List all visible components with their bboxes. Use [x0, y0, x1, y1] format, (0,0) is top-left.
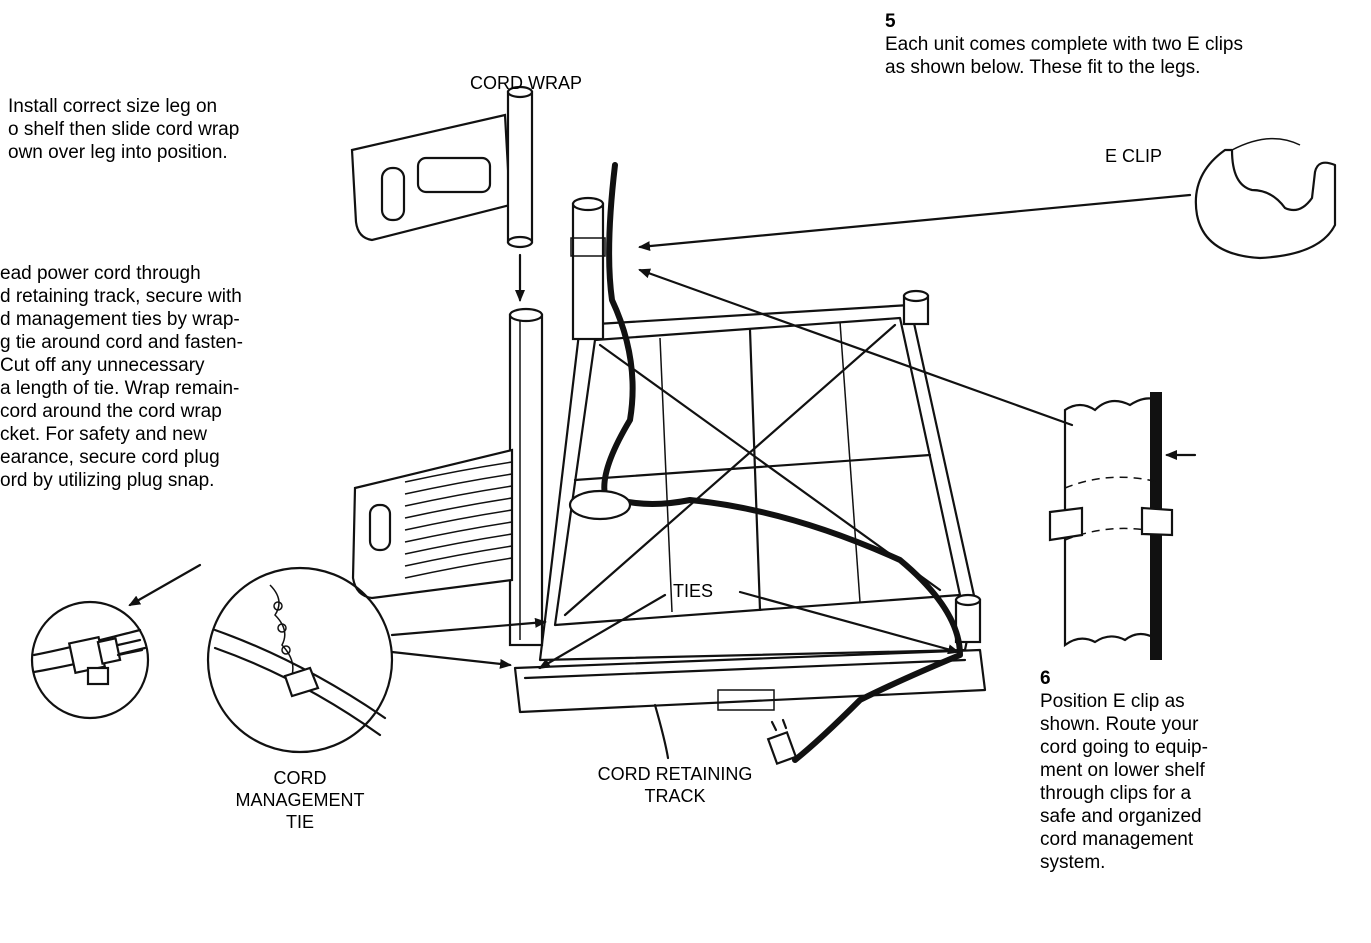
- step5-instructions: 5 Each unit comes complete with two E cl…: [885, 10, 1243, 79]
- ties-arrow-right: [738, 590, 960, 655]
- power-cord: [601, 162, 963, 763]
- cord-tie-arrow-2: [390, 650, 512, 669]
- step3-line: own over leg into position.: [8, 142, 228, 163]
- step5-line: as shown below. These fit to the legs.: [885, 57, 1201, 78]
- back-post: [570, 196, 606, 341]
- plug-snap-detail: [30, 600, 150, 720]
- step6-line: system.: [1040, 852, 1106, 873]
- step4-line: cord around the cord wrap: [0, 401, 222, 422]
- cord-tie-arrow-1: [390, 617, 547, 637]
- ties-label: TIES: [673, 581, 714, 601]
- step4-line: g tie around cord and fasten-: [0, 332, 243, 353]
- step3-line: Install correct size leg on: [8, 96, 218, 117]
- step4-line: Cut off any unnecessary: [0, 355, 205, 376]
- step6-line: Position E clip as: [1040, 691, 1185, 712]
- label-line: CORD: [273, 768, 327, 788]
- step4-line: d management ties by wrap-: [0, 309, 240, 330]
- pipe-detail: [1048, 392, 1197, 660]
- label-line: TIE: [285, 812, 314, 832]
- cord-management-tie-label: CORD MANAGEMENT TIE: [220, 767, 380, 833]
- step4-line: ord by utilizing plug snap.: [0, 470, 215, 491]
- step4-line: earance, secure cord plug: [0, 447, 220, 468]
- step3-line: o shelf then slide cord wrap: [8, 119, 240, 140]
- step6-instructions: 6 Position E clip as shown. Route your c…: [1040, 667, 1208, 874]
- cord-hole: [568, 489, 632, 521]
- track-leader: [653, 703, 670, 760]
- e-clip-label: E CLIP: [1105, 146, 1163, 166]
- step6-line: cord management: [1040, 829, 1194, 850]
- e-clip-arrow: [638, 193, 1192, 252]
- label-line: MANAGEMENT: [235, 790, 365, 810]
- cord-plug: [766, 718, 798, 766]
- label-line: TRACK: [644, 786, 706, 806]
- step6-line: ment on lower shelf: [1040, 760, 1205, 781]
- cord-tie-detail: [206, 566, 394, 754]
- step6-line: shown. Route your: [1040, 714, 1199, 735]
- pipe-arrow: [638, 268, 1074, 427]
- step6-number: 6: [1040, 668, 1051, 689]
- step4-instructions: ead power cord through d retaining track…: [0, 262, 243, 492]
- leg-with-cord-wrap: [351, 307, 544, 647]
- cord-wrap-bracket: [350, 85, 534, 249]
- step4-line: cket. For safety and new: [0, 424, 207, 445]
- step4-line: a length of tie. Wrap remain-: [0, 378, 240, 399]
- step3-instructions: Install correct size leg on o shelf then…: [8, 95, 239, 164]
- step5-number: 5: [885, 11, 896, 32]
- step4-line: d retaining track, secure with: [0, 286, 242, 307]
- e-clip-icon: [1194, 137, 1337, 260]
- cord-wrap-label: CORD WRAP: [470, 73, 582, 93]
- step6-line: safe and organized: [1040, 806, 1202, 827]
- plug-snap-arrow: [128, 563, 202, 607]
- label-line: CORD RETAINING: [597, 764, 753, 784]
- step4-line: ead power cord through: [0, 263, 201, 284]
- ties-arrow-left: [538, 593, 667, 670]
- cord-retaining-track-label: CORD RETAINING TRACK: [580, 763, 770, 807]
- step6-line: through clips for a: [1040, 783, 1192, 804]
- step5-line: Each unit comes complete with two E clip…: [885, 34, 1243, 55]
- step6-line: cord going to equip-: [1040, 737, 1208, 758]
